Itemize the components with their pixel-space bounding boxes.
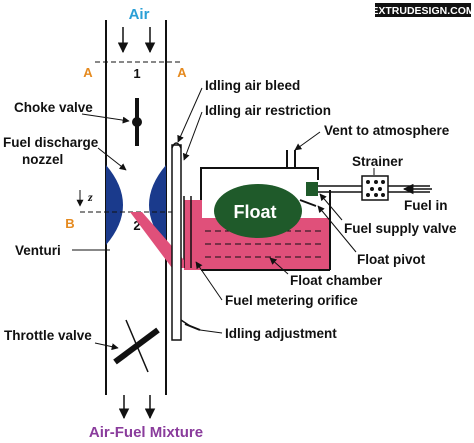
leader-throttle-valve [94,342,119,351]
float-text: Float [234,202,277,222]
leader-idling-adjustment [199,329,223,334]
leader-float-chamber [269,257,289,275]
label-venturi: Venturi [15,243,61,258]
discharge-nozzle-fuel [130,212,184,268]
label-fuel-discharge-2: nozzel [22,152,63,167]
leader-float-pivot [317,205,357,253]
throttle-valve-spindle [125,319,149,373]
watermark-box [375,3,471,17]
label-fuel-metering-orifice: Fuel metering orifice [225,293,358,308]
choke-valve-pivot [132,117,142,127]
float-body [214,184,302,238]
leader-vent [294,131,321,151]
label-throttle-valve: Throttle valve [4,328,92,343]
float-supply-valve [306,182,318,196]
leader-fuel-metering-orifice [195,261,223,301]
label-float-chamber: Float chamber [290,273,383,288]
leader-fuel-supply-valve [319,193,343,221]
section-b-left: B [65,216,74,231]
leader-idling-air-restriction [182,111,203,161]
label-choke-valve: Choke valve [14,100,93,115]
label-fuel-discharge-1: Fuel discharge [3,135,99,150]
idling-tube [171,144,182,341]
label-idling-adjustment: Idling adjustment [225,326,337,341]
leader-idling-air-bleed [177,87,203,143]
air-fuel-mixture-label: Air-Fuel Mixture [89,424,203,441]
idling-air-bleed-top [171,142,182,149]
leader-fuel-discharge [97,147,127,171]
venturi-left [106,165,123,245]
label-strainer: Strainer [352,154,404,169]
section-a-left: A [83,65,93,80]
watermark-text: EXTRUDESIGN.COM [371,5,474,17]
label-fuel-in: Fuel in [404,198,448,213]
z-dimension-label: z [87,190,93,204]
label-fuel-supply-valve: Fuel supply valve [344,221,457,236]
fuel-passage [184,200,202,270]
float-arm [299,199,317,207]
leader-choke-valve [81,113,130,124]
label-float-pivot: Float pivot [357,252,426,267]
section-1-number: 1 [133,66,140,81]
label-idling-air-bleed: Idling air bleed [205,78,300,93]
label-idling-air-restriction: Idling air restriction [205,103,331,118]
label-vent-to-atmosphere: Vent to atmosphere [324,123,450,138]
idling-adjustment-screw [184,323,201,331]
section-2-number: 2 [133,218,140,233]
section-a-right: A [177,65,187,80]
air-inlet-label: Air [129,6,150,23]
